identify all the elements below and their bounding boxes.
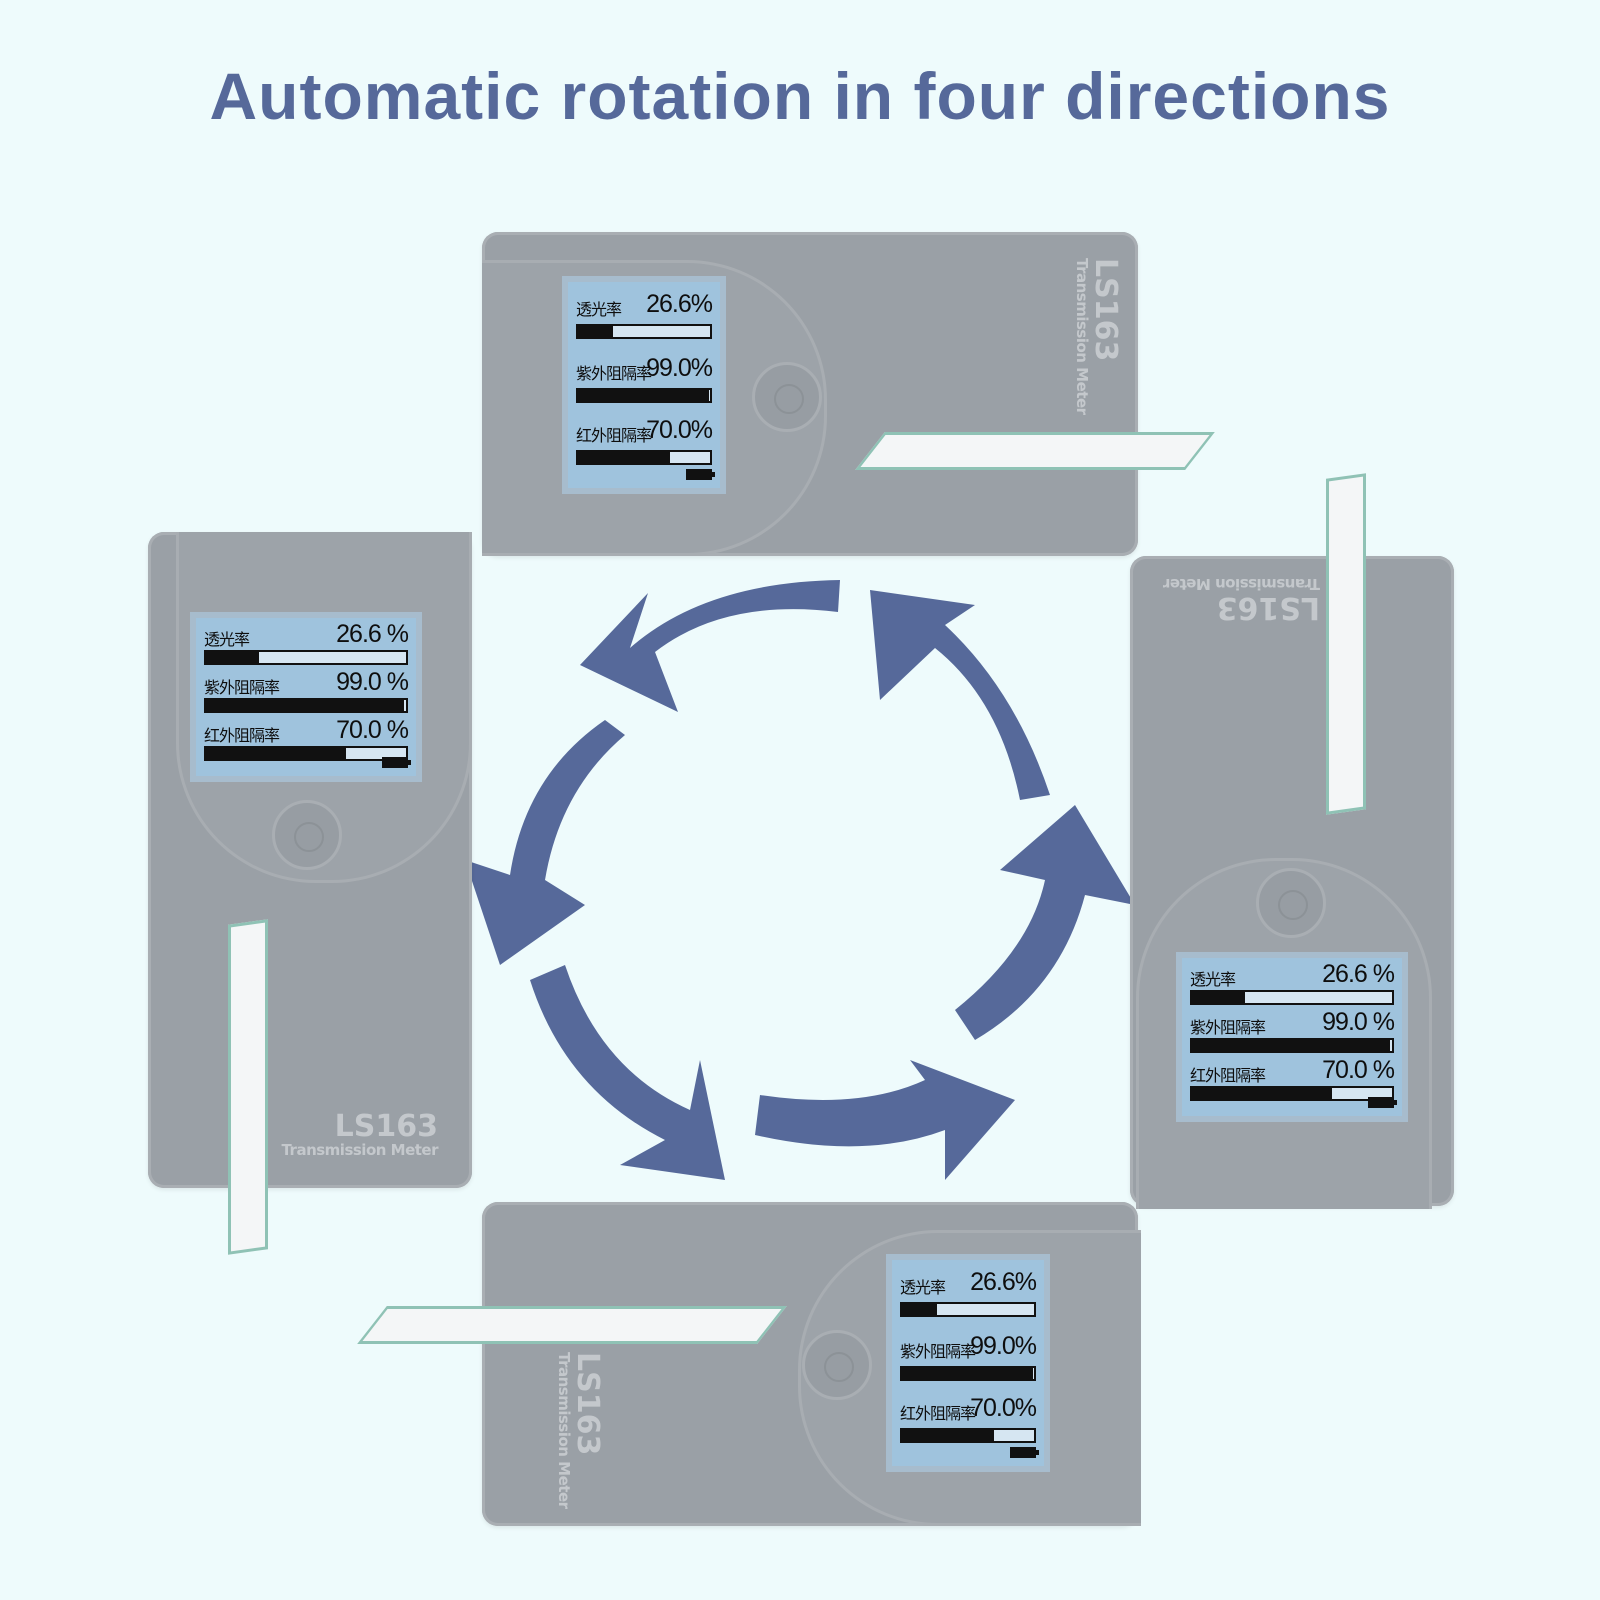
power-button[interactable] bbox=[802, 1330, 872, 1400]
arrow-bottom-left-icon bbox=[530, 965, 725, 1180]
reading-bar bbox=[204, 650, 408, 665]
battery-icon bbox=[382, 757, 411, 768]
glass-sample bbox=[1326, 473, 1366, 815]
device-screen: 透光率 26.6 % 紫外阻隔率 99.0 % 红外阻隔率 70.0 % bbox=[190, 612, 422, 782]
reading-label: 紫外阻隔率 bbox=[1190, 1018, 1266, 1037]
power-button[interactable] bbox=[272, 800, 342, 870]
model-label: LS163 bbox=[1088, 258, 1123, 362]
reading-bar bbox=[576, 388, 712, 403]
reading-value: 26.6% bbox=[970, 1268, 1037, 1296]
reading-bar-fill bbox=[206, 652, 260, 663]
device-brand: LS163 Transmission Meter bbox=[1073, 258, 1123, 415]
reading-label: 紫外阻隔率 bbox=[204, 678, 280, 697]
reading-bar-fill bbox=[206, 700, 404, 711]
reading-label: 红外阻隔率 bbox=[1190, 1066, 1266, 1085]
reading-bar-fill bbox=[902, 1304, 938, 1315]
reading-bar bbox=[1190, 1086, 1394, 1101]
subtitle-label: Transmission Meter bbox=[555, 1352, 573, 1509]
reading-value: 70.0% bbox=[646, 416, 713, 444]
device-brand: LS163 Transmission Meter bbox=[281, 1109, 438, 1159]
reading-value: 26.6% bbox=[646, 290, 713, 318]
model-label: LS163 bbox=[1216, 590, 1320, 625]
reading-label: 紫外阻隔率 bbox=[900, 1342, 976, 1361]
reading-label: 红外阻隔率 bbox=[204, 726, 280, 745]
arrow-bottom-right-icon bbox=[755, 1060, 1015, 1180]
reading-bar-fill bbox=[578, 326, 614, 337]
model-label: LS163 bbox=[570, 1352, 605, 1456]
reading-value: 70.0% bbox=[970, 1394, 1037, 1422]
reading-value: 26.6 % bbox=[1322, 960, 1395, 988]
reading-label: 红外阻隔率 bbox=[576, 426, 652, 445]
device-screen: 透光率 26.6 % 紫外阻隔率 99.0 % 红外阻隔率 70.0 % bbox=[1176, 952, 1408, 1122]
reading-bar bbox=[576, 450, 712, 465]
reading-value: 99.0 % bbox=[1322, 1008, 1395, 1036]
reading-bar bbox=[204, 698, 408, 713]
reading-value: 99.0% bbox=[646, 354, 713, 382]
power-button[interactable] bbox=[1256, 868, 1326, 938]
device-right: 透光率 26.6 % 紫外阻隔率 99.0 % 红外阻隔率 70.0 % LS163 … bbox=[1130, 473, 1454, 1209]
reading-bar-fill bbox=[902, 1430, 995, 1441]
glass-sample bbox=[228, 919, 268, 1255]
glass-sample bbox=[855, 432, 1215, 470]
arrow-right-icon bbox=[955, 805, 1135, 1040]
reading-bar-fill bbox=[902, 1368, 1033, 1379]
page-title: Automatic rotation in four directions bbox=[209, 59, 1391, 133]
reading-label: 透光率 bbox=[1190, 970, 1236, 989]
subtitle-label: Transmission Meter bbox=[1073, 258, 1091, 415]
reading-value: 70.0 % bbox=[336, 716, 409, 744]
reading-label: 红外阻隔率 bbox=[900, 1404, 976, 1423]
reading-bar bbox=[1190, 990, 1394, 1005]
arrow-top-right-icon bbox=[870, 590, 1050, 800]
reading-value: 70.0 % bbox=[1322, 1056, 1395, 1084]
reading-bar bbox=[1190, 1038, 1394, 1053]
subtitle-label: Transmission Meter bbox=[1163, 575, 1320, 593]
reading-value: 26.6 % bbox=[336, 620, 409, 648]
device-left: 透光率 26.6 % 紫外阻隔率 99.0 % 红外阻隔率 70.0 % LS163 … bbox=[148, 532, 472, 1255]
reading-bar bbox=[900, 1428, 1036, 1443]
reading-label: 透光率 bbox=[576, 300, 622, 319]
reading-bar bbox=[204, 746, 408, 761]
reading-bar bbox=[576, 324, 712, 339]
reading-bar-fill bbox=[206, 748, 346, 759]
device-brand: LS163 Transmission Meter bbox=[555, 1352, 605, 1509]
reading-bar-fill bbox=[1192, 1040, 1390, 1051]
reading-value: 99.0% bbox=[970, 1332, 1037, 1360]
reading-bar-fill bbox=[1192, 992, 1246, 1003]
reading-bar-fill bbox=[1192, 1088, 1332, 1099]
battery-icon bbox=[1010, 1447, 1039, 1458]
reading-label: 紫外阻隔率 bbox=[576, 364, 652, 383]
battery-icon bbox=[686, 469, 715, 480]
reading-bar bbox=[900, 1302, 1036, 1317]
battery-icon bbox=[1368, 1097, 1397, 1108]
reading-label: 透光率 bbox=[900, 1278, 946, 1297]
reading-label: 透光率 bbox=[204, 630, 250, 649]
model-label: LS163 bbox=[334, 1109, 438, 1144]
arrow-left-icon bbox=[465, 720, 625, 965]
arrow-top-left-icon bbox=[580, 580, 840, 712]
reading-bar bbox=[900, 1366, 1036, 1381]
glass-sample bbox=[357, 1306, 787, 1344]
reading-value: 99.0 % bbox=[336, 668, 409, 696]
device-brand: LS163 Transmission Meter bbox=[1163, 575, 1320, 625]
reading-bar-fill bbox=[578, 452, 671, 463]
power-button[interactable] bbox=[752, 362, 822, 432]
subtitle-label: Transmission Meter bbox=[281, 1141, 438, 1159]
reading-bar-fill bbox=[578, 390, 709, 401]
